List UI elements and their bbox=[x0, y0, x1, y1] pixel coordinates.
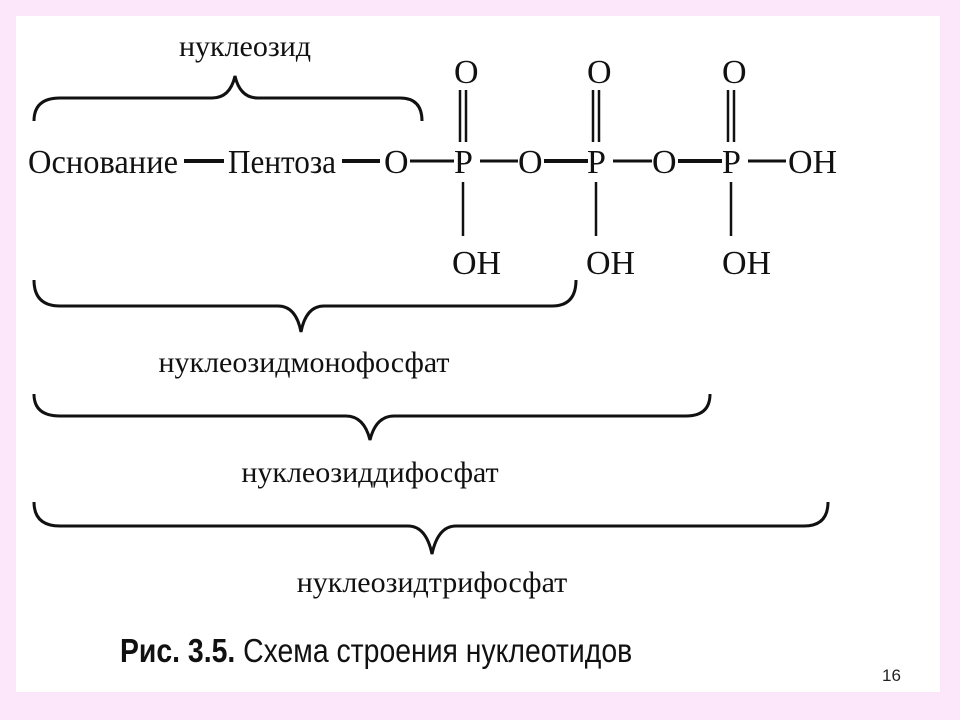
phosphorus-3: P bbox=[722, 144, 741, 181]
page-number: 16 bbox=[882, 666, 901, 685]
label-monophosphate: нуклеозидмонофосфат bbox=[158, 346, 449, 379]
phosphate-2-oxygen: O bbox=[587, 54, 612, 91]
brace-triphosphate bbox=[32, 501, 830, 555]
phosphate-2-hydroxyl: OH bbox=[586, 245, 635, 282]
oxygen-2: O bbox=[518, 144, 543, 181]
phosphorus-1: P bbox=[454, 144, 473, 181]
phosphate-3-hydroxyl-bottom: OH bbox=[722, 245, 771, 282]
slide: нуклеозид Основание Пентоза O O P OH O O… bbox=[16, 16, 940, 692]
nucleotide-structure-diagram: нуклеозид Основание Пентоза O O P OH O O… bbox=[28, 30, 837, 599]
caption-text: Схема строения нуклеотидов bbox=[243, 632, 633, 669]
label-nucleoside: нуклеозид bbox=[179, 30, 311, 63]
phosphate-3-hydroxyl-right: OH bbox=[788, 144, 837, 181]
oxygen-3: O bbox=[652, 144, 677, 181]
figure-caption: Рис. 3.5. Схема строения нуклеотидов bbox=[120, 632, 632, 670]
oxygen-1: O bbox=[384, 144, 409, 181]
caption-prefix: Рис. 3.5. bbox=[120, 632, 236, 669]
phosphate-1-hydroxyl: OH bbox=[452, 245, 501, 282]
brace-diphosphate bbox=[32, 393, 712, 441]
brace-nucleoside bbox=[32, 75, 424, 122]
brace-monophosphate bbox=[32, 279, 578, 333]
label-triphosphate: нуклеозидтрифосфат bbox=[297, 566, 568, 599]
phosphorus-2: P bbox=[587, 144, 606, 181]
phosphate-3-oxygen: O bbox=[722, 54, 747, 91]
pentose-label: Пентоза bbox=[228, 144, 336, 181]
base-label: Основание bbox=[28, 144, 178, 181]
phosphate-1-oxygen: O bbox=[454, 54, 479, 91]
label-diphosphate: нуклеозиддифосфат bbox=[241, 456, 498, 489]
